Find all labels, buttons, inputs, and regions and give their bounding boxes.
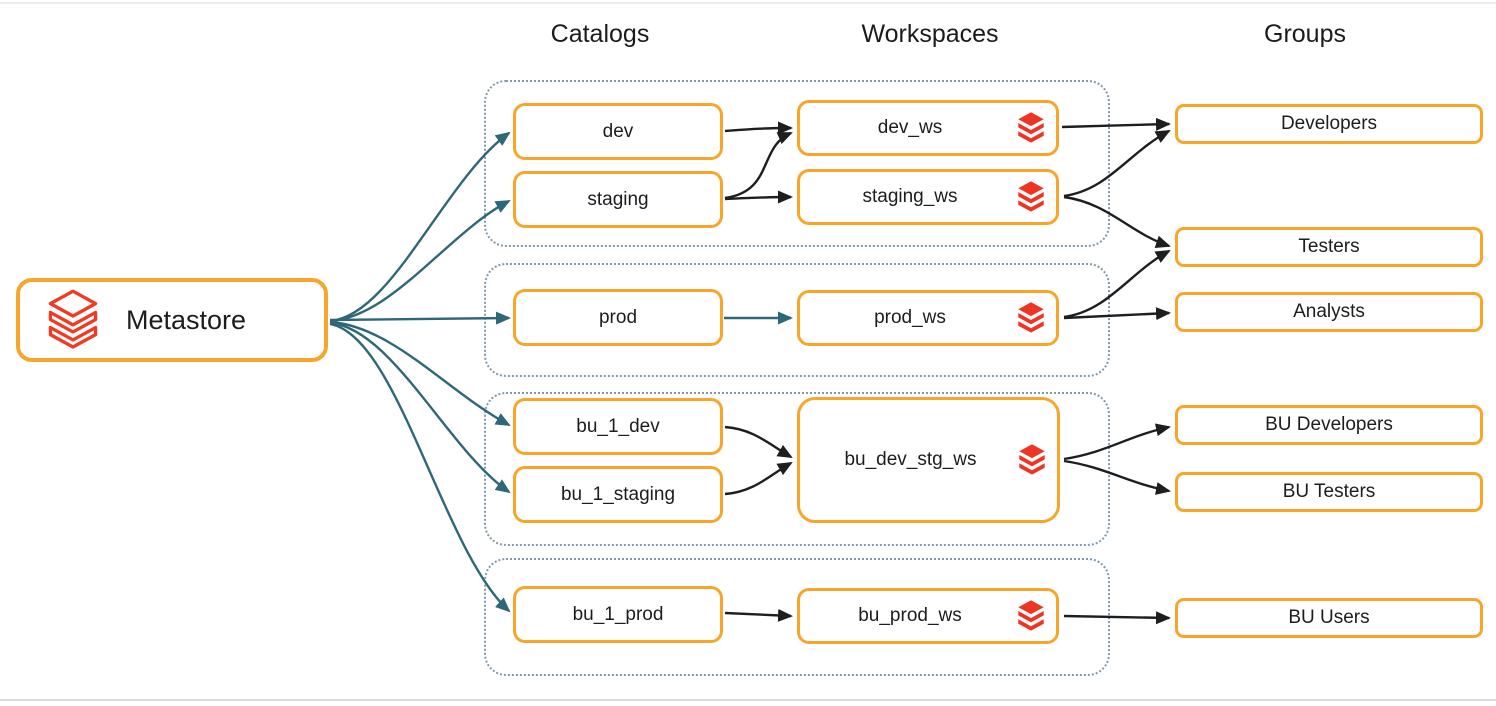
catalog-label: prod [598, 306, 638, 328]
edge-metastore-to-bu-1-dev [329, 320, 511, 427]
catalog-label: bu_1_prod [572, 603, 664, 625]
workspace-node-dev-ws: dev_ws [797, 100, 1059, 156]
bottom-divider [0, 699, 1496, 701]
group-node-bu-testers: BU Testers [1175, 472, 1483, 512]
group-node-testers: Testers [1175, 227, 1483, 267]
group-node-bu-developers: BU Developers [1175, 405, 1483, 445]
databricks-icon [1016, 600, 1046, 633]
workspace-node-prod-ws: prod_ws [797, 290, 1059, 346]
databricks-icon [1016, 302, 1046, 335]
edge-metastore-to-staging [329, 199, 511, 323]
databricks-icon [1017, 444, 1047, 477]
group-node-analysts: Analysts [1175, 292, 1483, 332]
workspace-label: dev_ws [877, 117, 943, 138]
databricks-icon [1016, 181, 1046, 214]
catalog-node-bu-1-prod: bu_1_prod [513, 586, 723, 643]
metastore-node: Metastore [16, 278, 328, 362]
metastore-label: Metastore [126, 304, 247, 335]
group-label: BU Testers [1282, 481, 1376, 502]
group-label: BU Users [1288, 607, 1370, 628]
group-node-bu-users: BU Users [1175, 598, 1483, 638]
edge-metastore-to-bu-1-staging [329, 321, 511, 494]
databricks-outline-icon [46, 289, 100, 351]
group-label: Testers [1298, 236, 1360, 257]
edge-metastore-to-prod [329, 311, 511, 325]
workspace-label: staging_ws [862, 186, 958, 207]
catalog-label: bu_1_staging [560, 483, 676, 505]
workspace-label: bu_prod_ws [858, 605, 962, 626]
group-label: BU Developers [1265, 414, 1393, 435]
catalog-node-bu-1-dev: bu_1_dev [513, 398, 723, 455]
group-node-developers: Developers [1175, 104, 1483, 144]
catalog-node-staging: staging [513, 171, 723, 228]
catalog-label: dev [602, 120, 634, 142]
workspace-node-bu-prod-ws: bu_prod_ws [797, 588, 1059, 644]
workspace-node-staging-ws: staging_ws [797, 169, 1059, 225]
catalog-node-dev: dev [513, 103, 723, 160]
group-label: Analysts [1293, 301, 1365, 322]
column-header-catalogs: Catalogs [550, 20, 650, 48]
catalog-node-prod: prod [513, 289, 723, 346]
top-divider [0, 2, 1496, 4]
edge-metastore-to-dev [329, 131, 511, 323]
databricks-icon [1016, 112, 1046, 145]
catalog-node-bu-1-staging: bu_1_staging [513, 466, 723, 523]
catalog-label: bu_1_dev [576, 415, 660, 437]
workspace-label: prod_ws [874, 307, 946, 328]
column-header-workspaces: Workspaces [861, 20, 999, 48]
catalog-label: staging [587, 188, 649, 210]
workspace-node-bu-dev-stg-ws: bu_dev_stg_ws [797, 397, 1060, 523]
edge-metastore-to-bu-1-prod [329, 322, 511, 613]
column-header-groups: Groups [1264, 20, 1346, 48]
group-label: Developers [1280, 113, 1378, 134]
workspace-label: bu_dev_stg_ws [844, 449, 977, 470]
